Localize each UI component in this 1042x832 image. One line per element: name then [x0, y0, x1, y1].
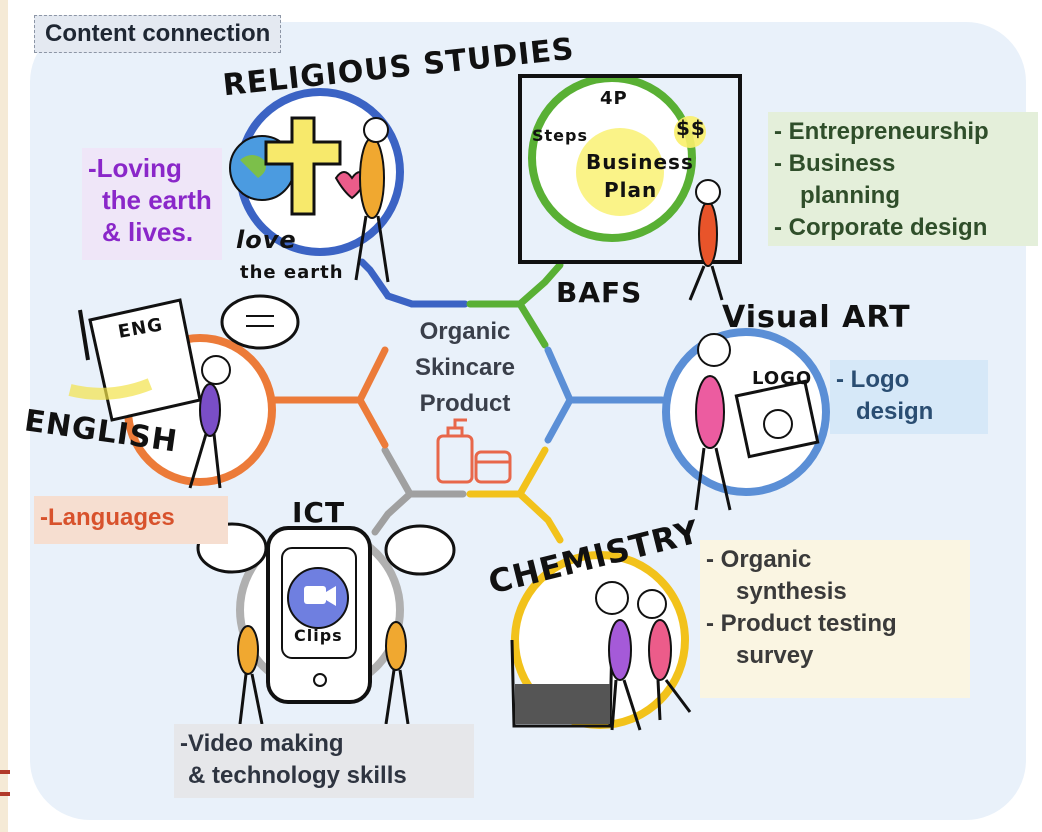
edge-mark — [0, 792, 10, 796]
center-line-1: Organic — [419, 318, 511, 345]
stick-figure-icon — [359, 137, 385, 219]
connector-religious-arm — [358, 258, 416, 308]
religious-sketch-text: love — [236, 226, 297, 254]
visual-art-label: Visual ART — [722, 300, 911, 335]
connector-bafs-arm — [516, 261, 564, 308]
visual-art-sketch-text: LOGO — [752, 368, 813, 389]
connector-english — [356, 346, 389, 449]
note-english: -Languages — [34, 496, 228, 544]
note-line: - Product testing — [706, 610, 897, 637]
center-line-3: Product — [419, 390, 511, 417]
stick-figure-icon — [695, 375, 725, 449]
english-sketch — [68, 294, 300, 489]
stick-figure-icon — [608, 619, 632, 681]
ict-label: ICT — [292, 496, 346, 529]
note-line: & technology skills — [188, 762, 407, 789]
bafs-word-plan: Plan — [604, 178, 658, 202]
religious-sketch-text-2: the earth — [240, 262, 344, 283]
lotion-bottle-icon — [436, 434, 474, 484]
note-line: -Video making — [180, 730, 344, 757]
bafs-label: BAFS — [556, 276, 643, 309]
note-line: survey — [736, 642, 814, 669]
connector-ict — [381, 446, 467, 498]
edge-mark — [0, 770, 10, 774]
connector-chemistry — [466, 446, 549, 498]
visual-art-sketch — [694, 333, 820, 511]
note-bafs: - Entrepreneurship - Business planning -… — [768, 112, 1038, 246]
stick-figure-icon — [385, 621, 407, 671]
note-line: -Languages — [40, 504, 175, 531]
ict-sketch — [196, 522, 456, 725]
bafs-sketch — [518, 74, 742, 301]
whiteboard — [518, 74, 742, 264]
note-line: planning — [800, 182, 900, 209]
cross-icon — [264, 116, 342, 216]
note-line: design — [856, 398, 934, 425]
stick-figure-icon — [237, 625, 259, 675]
note-visual-art: - Logo design — [830, 360, 988, 434]
note-line: & lives. — [102, 217, 194, 247]
note-religious: -Loving the earth & lives. — [82, 148, 222, 260]
center-product-icon — [436, 418, 512, 484]
center-line-2: Skincare — [414, 354, 516, 381]
speech-bubble-icon — [220, 294, 300, 350]
stick-figure-icon — [698, 201, 718, 267]
chemistry-sketch — [510, 581, 692, 731]
note-line: - Organic — [706, 546, 812, 573]
note-chemistry: - Organic synthesis - Product testing su… — [700, 540, 970, 698]
cream-jar-icon — [474, 450, 512, 484]
speech-bubble-icon — [384, 524, 456, 576]
center-topic: Organic Skincare Product — [395, 314, 535, 422]
stick-figure-icon — [648, 619, 672, 681]
bafs-word-4p: 4P — [600, 88, 628, 109]
connector-chemistry-arm — [516, 490, 564, 544]
note-line: - Corporate design — [774, 214, 988, 241]
note-line: synthesis — [736, 578, 847, 605]
page-title: Content connection — [34, 15, 282, 53]
bafs-word-business: Business — [586, 150, 694, 174]
note-line: the earth — [102, 185, 212, 215]
stick-figure-icon — [199, 383, 221, 437]
note-line: - Logo — [836, 366, 910, 393]
note-line: -Loving — [88, 153, 182, 183]
bafs-word-money: $$ — [676, 116, 706, 140]
note-line: - Entrepreneurship — [774, 118, 989, 145]
beaker-icon — [510, 639, 614, 728]
ict-sketch-text: Clips — [294, 626, 343, 645]
connector-ict-arm — [371, 490, 414, 536]
bafs-word-steps: Steps — [532, 126, 588, 145]
pencil-icon — [78, 309, 90, 361]
connector-visual-art — [544, 346, 574, 444]
note-ict: -Video making & technology skills — [174, 724, 474, 798]
note-line: - Business — [774, 150, 896, 177]
religious-sketch — [229, 116, 390, 283]
hexagon-connectors — [266, 258, 666, 544]
